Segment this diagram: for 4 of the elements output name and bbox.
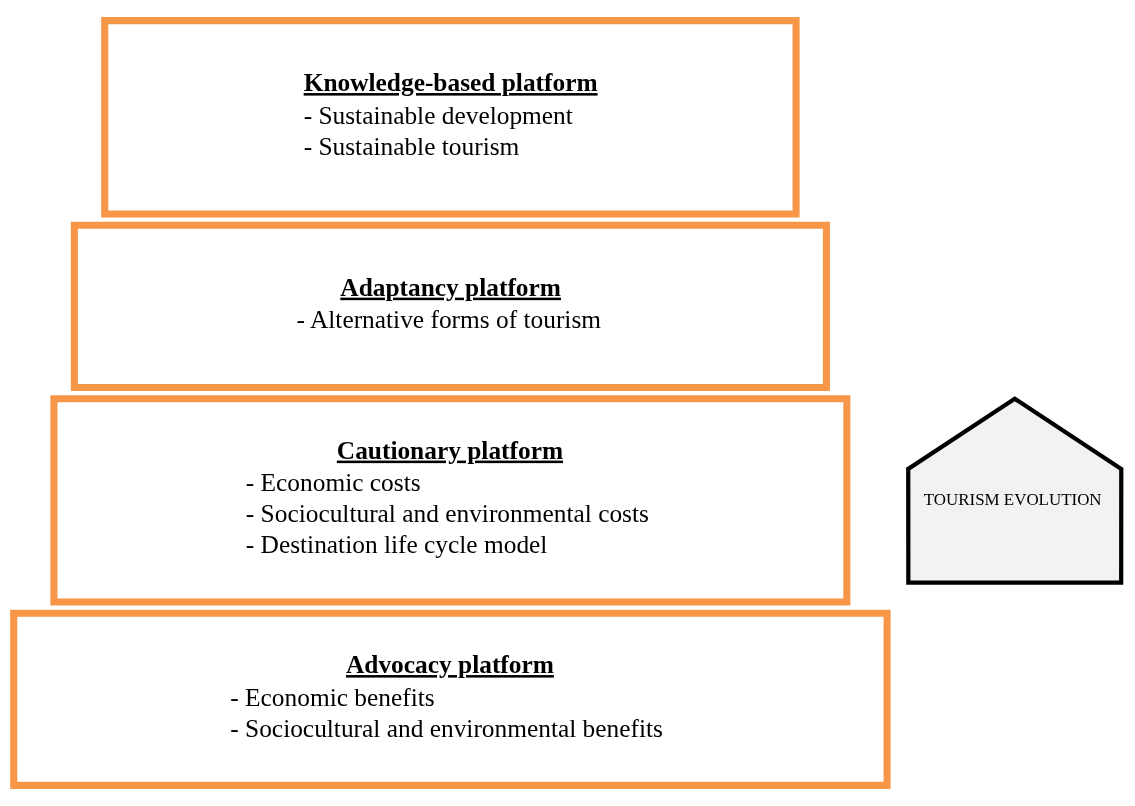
node-box: Adaptancy platform - Alternative forms of tourism (70, 221, 830, 391)
node-box: Advocacy platform - Economic benefits - Sociocultural and environmental benefits (10, 609, 891, 789)
node-box: Cautionary platform - Economic costs - Sociocultural and environmental costs - Destination life cycle model (50, 395, 851, 606)
node-box: Knowledge-based platform - Sustainable development - Sustainable tourism (101, 17, 800, 218)
